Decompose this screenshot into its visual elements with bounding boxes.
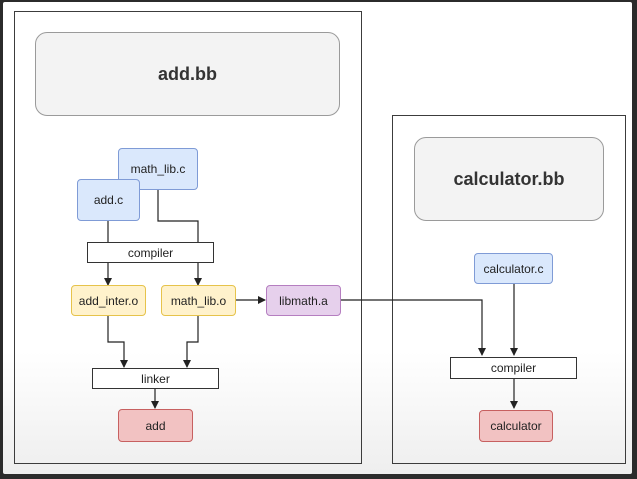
- calculator-compiler-bar[interactable]: compiler: [450, 357, 577, 379]
- add-bb-frame: [14, 11, 362, 464]
- compiler-bar[interactable]: compiler: [87, 242, 214, 263]
- add-output-node[interactable]: add: [118, 409, 193, 442]
- add-c-node[interactable]: add.c: [77, 179, 140, 221]
- math-lib-o-node[interactable]: math_lib.o: [161, 285, 236, 316]
- calculator-c-node[interactable]: calculator.c: [474, 253, 553, 284]
- calculator-bb-title: calculator.bb: [414, 137, 604, 221]
- calculator-output-node[interactable]: calculator: [479, 410, 553, 442]
- calculator-bb-frame: [392, 115, 626, 464]
- linker-bar[interactable]: linker: [92, 368, 219, 389]
- libmath-a-node[interactable]: libmath.a: [266, 285, 341, 316]
- add-inter-o-node[interactable]: add_inter.o: [71, 285, 146, 316]
- add-bb-title: add.bb: [35, 32, 340, 116]
